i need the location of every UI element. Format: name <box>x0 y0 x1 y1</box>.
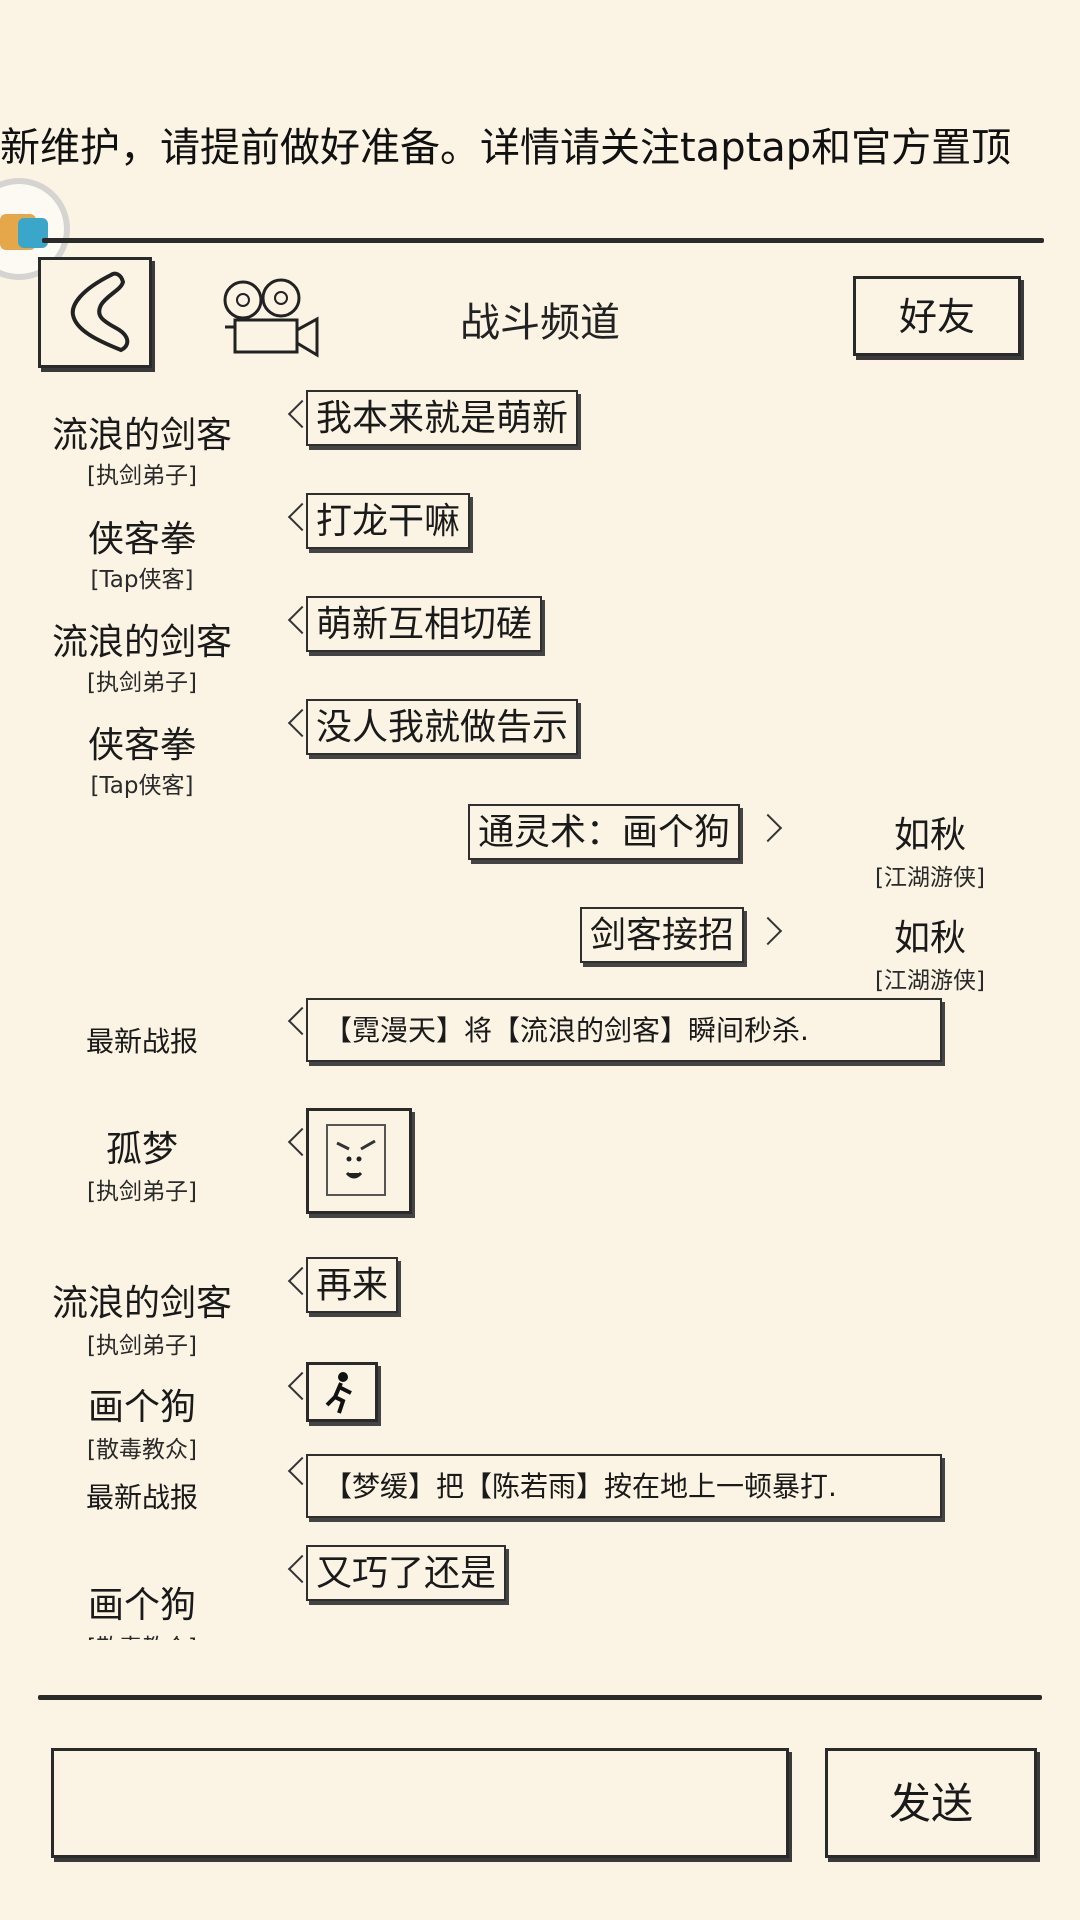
sender-tag: [散毒教众] <box>32 1628 252 1640</box>
chat-message-list[interactable]: 流浪的剑客 [执剑弟子] 我本来就是萌新 侠客拳 [Tap侠客] 打龙干嘛 流浪… <box>0 380 1080 1640</box>
chat-bubble: 又巧了还是 <box>306 1545 507 1601</box>
friend-button[interactable]: 好友 <box>853 276 1021 356</box>
chat-bubble-self: 剑客接招 <box>580 907 745 963</box>
battle-report-bubble: 【霓漫天】将【流浪的剑客】瞬间秒杀. <box>306 998 942 1062</box>
sender-name: 侠客拳 <box>87 519 196 560</box>
sender-name: 画个狗 <box>87 1585 196 1626</box>
chat-bubble: 没人我就做告示 <box>306 699 579 755</box>
running-figure-icon <box>306 1362 378 1422</box>
message-input[interactable] <box>51 1748 789 1858</box>
battle-report-label: 最新战报 <box>85 1025 198 1058</box>
chat-bubble: 我本来就是萌新 <box>306 390 579 446</box>
sender-name: 侠客拳 <box>87 725 196 766</box>
sender-tag: [执剑弟子] <box>87 1333 197 1359</box>
sender-tag: [江湖游侠] <box>875 865 985 891</box>
sender-name: 流浪的剑客 <box>51 622 232 663</box>
sender-tag: [散毒教众] <box>87 1437 197 1463</box>
bottom-divider <box>38 1695 1042 1700</box>
chat-bubble: 打龙干嘛 <box>306 493 471 549</box>
announcement-marquee: 新维护，请提前做好准备。详情请关注taptap和官方置顶 <box>0 125 1012 171</box>
back-arrow-icon <box>70 271 130 353</box>
sender-tag: [Tap侠客] <box>90 567 194 593</box>
send-button[interactable]: 发送 <box>825 1748 1037 1858</box>
chat-bubble: 再来 <box>306 1257 399 1313</box>
sender-name: 流浪的剑客 <box>51 415 232 456</box>
page-title: 战斗频道 <box>460 300 620 346</box>
sender-name: 画个狗 <box>87 1387 196 1428</box>
sender-tag: [江湖游侠] <box>875 968 985 994</box>
battle-report-bubble: 【梦缓】把【陈若雨】按在地上一顿暴打. <box>306 1454 942 1518</box>
chat-bubble: 萌新互相切磋 <box>306 596 543 652</box>
sender-name: 如秋 <box>893 815 966 856</box>
sender-name: 孤梦 <box>105 1129 178 1170</box>
back-button[interactable] <box>38 257 152 368</box>
movie-camera-icon[interactable] <box>215 275 325 365</box>
chat-bubble-self: 通灵术：画个狗 <box>468 804 741 860</box>
top-divider <box>42 238 1044 243</box>
sender-tag: [执剑弟子] <box>87 670 197 696</box>
battle-report-label: 最新战报 <box>85 1481 198 1514</box>
sender-name: 如秋 <box>893 918 966 959</box>
angry-face-sticker <box>306 1108 412 1214</box>
sender-tag: [执剑弟子] <box>87 1179 197 1205</box>
sender-tag: [执剑弟子] <box>87 463 197 489</box>
sender-tag: [Tap侠客] <box>90 773 194 799</box>
sender-name: 流浪的剑客 <box>51 1283 232 1324</box>
